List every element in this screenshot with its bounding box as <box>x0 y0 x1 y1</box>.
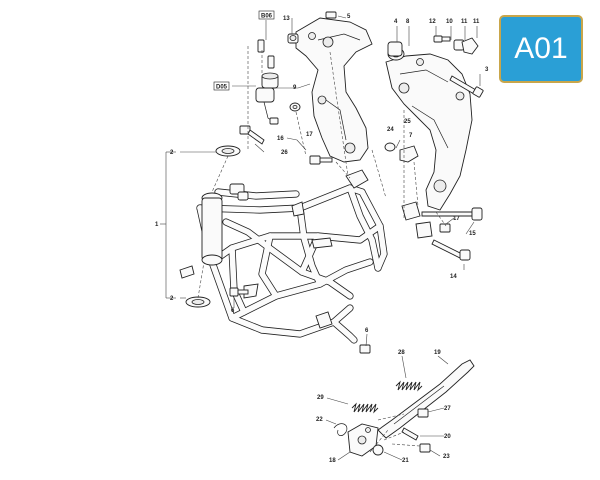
callout-1: 1 <box>155 222 159 228</box>
callout-18: 18 <box>329 458 336 464</box>
callout-28: 28 <box>398 350 405 356</box>
callout-12: 12 <box>429 19 436 25</box>
callout-16: 16 <box>277 136 284 142</box>
main-frame <box>179 169 433 344</box>
section-code-badge: A01 <box>499 15 583 83</box>
callout-20: 20 <box>444 434 451 440</box>
spacer-21 <box>372 444 384 456</box>
callout-19: 19 <box>434 350 441 356</box>
callout-labels: 1 2 2 3 4 5 6 6 7 8 9 10 11 11 12 13 14 … <box>155 14 489 464</box>
side-stand-19 <box>377 359 475 439</box>
washer-16 <box>289 102 301 112</box>
callout-3: 3 <box>485 67 489 73</box>
callout-6-lower: 6 <box>365 328 369 334</box>
callout-23: 23 <box>443 454 450 460</box>
bolt-17-upper <box>309 155 333 165</box>
rear-plate-left <box>295 17 373 163</box>
callout-13: 13 <box>283 16 290 22</box>
callout-4: 4 <box>394 19 398 25</box>
bolt-5 <box>325 11 337 19</box>
bolt-15 <box>421 207 483 221</box>
bolt-17-right <box>439 223 451 233</box>
bolt-12 <box>433 35 451 43</box>
callout-21: 21 <box>402 458 409 464</box>
stand-bracket-18 <box>347 423 379 457</box>
clip-22 <box>333 423 348 436</box>
callout-17-upper: 17 <box>306 132 313 138</box>
nut-20 <box>401 427 419 441</box>
callout-17-right: 17 <box>453 216 460 222</box>
callout-10: 10 <box>446 19 453 25</box>
washer-24 <box>384 142 396 152</box>
leader-lines <box>160 15 481 461</box>
spring-29 <box>351 402 379 414</box>
callout-27: 27 <box>444 406 451 412</box>
ref-code-b06-label: B06 <box>261 14 273 20</box>
bolt-26 <box>239 125 265 145</box>
callout-29: 29 <box>317 395 324 401</box>
steering-head-bearing-upper <box>215 145 241 157</box>
spacer-4 <box>387 41 403 57</box>
callout-15: 15 <box>469 231 476 237</box>
callout-2-upper: 2 <box>170 150 174 156</box>
ref-code-d05: D05 <box>213 81 230 91</box>
callout-26: 26 <box>281 150 288 156</box>
bracket-7 <box>399 145 419 163</box>
bolt-13 <box>287 33 299 44</box>
spring-28 <box>395 380 423 392</box>
callout-8: 8 <box>406 19 410 25</box>
bolt-27 <box>417 408 429 418</box>
bolt-23 <box>419 443 431 453</box>
callout-14: 14 <box>450 274 457 280</box>
callout-9: 9 <box>293 85 297 91</box>
callout-24: 24 <box>387 127 394 133</box>
bolt-6-lower <box>359 344 371 354</box>
callout-22: 22 <box>316 417 323 423</box>
ref-code-b06: B06 <box>258 10 275 20</box>
ref-code-d05-label: D05 <box>216 85 228 91</box>
rear-plate-right <box>385 47 473 211</box>
steering-head-bearing-lower <box>185 296 211 308</box>
bolt-3 <box>449 75 484 98</box>
callout-11-b: 11 <box>473 19 480 25</box>
callout-5: 5 <box>347 14 351 20</box>
clip-11 <box>461 37 479 55</box>
callout-7: 7 <box>409 133 413 139</box>
section-code-label: A01 <box>514 32 568 65</box>
callout-2-lower: 2 <box>170 296 174 302</box>
callout-25: 25 <box>404 119 411 125</box>
callout-11-a: 11 <box>461 19 468 25</box>
sensor-assembly <box>255 39 279 125</box>
bolt-14 <box>431 239 471 261</box>
callout-6-left: 6 <box>231 308 235 314</box>
bolt-6-left <box>229 287 249 297</box>
